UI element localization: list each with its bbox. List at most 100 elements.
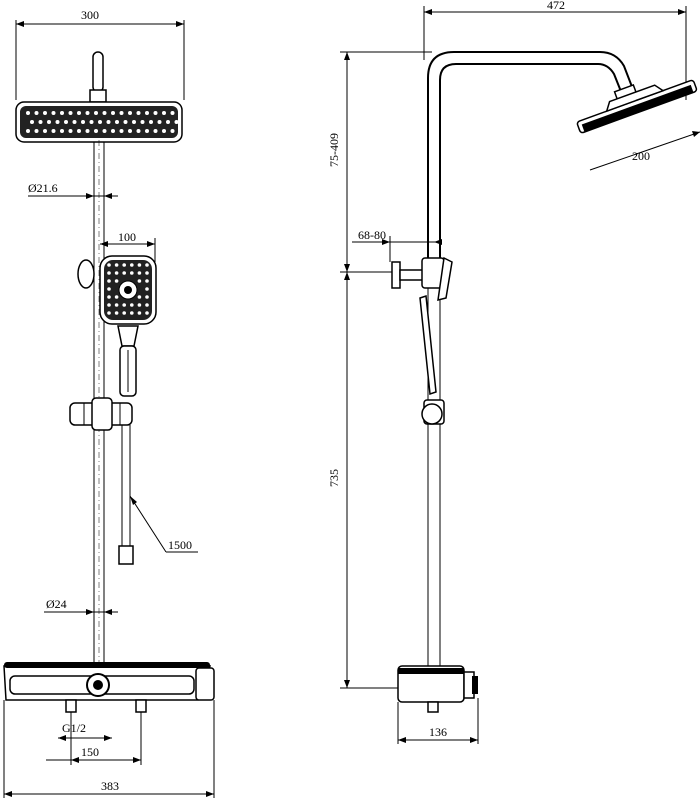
hand-nozzle-dot [107,279,111,283]
hand-nozzle-dot [130,263,134,267]
nozzle-dot [106,120,111,124]
head-nozzles [26,111,179,133]
nozzle-dot [77,111,81,115]
inlet-left [65,699,77,713]
hand-nozzle-dot [137,263,142,267]
hand-nozzle-dot [107,303,111,307]
hand-nozzle-dot [114,303,119,307]
nozzle-dot [162,129,166,133]
nozzle-dot [26,111,30,115]
nozzle-dot [98,120,102,124]
nozzle-dot [153,111,158,115]
nozzle-dot [60,111,64,115]
shower-arm [427,51,639,262]
hand-nozzle-dot [145,295,149,299]
nozzle-dot [77,129,81,133]
hand-nozzle-dot [145,279,149,283]
nozzle-dot [47,120,51,124]
nozzle-dot [89,120,94,124]
nozzle-dot [68,129,73,133]
hand-nozzle-dot [137,303,142,307]
hand-nozzle-dot [122,263,126,267]
dim-head-width: 300 [15,8,185,100]
thermostatic-shelf [3,662,215,713]
nozzle-dot [145,129,149,133]
hand-nozzle-dot [145,271,149,275]
hand-nozzle-dot [114,279,119,283]
nozzle-dot [30,120,34,124]
nozzle-dot [132,120,136,124]
nozzle-dot [94,129,98,133]
hand-nozzle-dot [145,263,149,267]
height-adjust-label: 75-409 [327,133,341,167]
nozzle-dot [136,111,141,115]
nozzle-dot [136,129,141,133]
nozzle-dot [26,129,30,133]
hand-nozzle-dot [122,303,126,307]
nozzle-dot [43,129,47,133]
nozzle-dot [43,111,47,115]
hand-nozzle-dot [107,271,111,275]
nozzle-dot [81,120,85,124]
dim-shelf-depth: 136 [397,698,479,744]
dim-pipe-diameter: Ø21.6 [28,181,118,199]
dim-inlet-spacing: 150 [46,745,141,763]
nozzle-dot [140,120,145,124]
hand-nozzle-dot [114,311,119,315]
side-handle [195,667,215,701]
hand-nozzle-dot [114,263,119,267]
hand-nozzle-dot [114,295,119,299]
hand-nozzle-dot [107,263,111,267]
wall-offset-label: 68-80 [358,228,386,242]
slider-bracket [69,397,133,431]
arm-reach-label: 472 [547,0,565,12]
inlet-spacing-label: 150 [81,745,99,759]
hand-shower-width-label: 100 [118,230,136,244]
nozzle-dot [149,120,153,124]
nozzle-dot [157,120,162,124]
head-size-label: 200 [632,149,650,163]
hand-nozzle-dot [145,287,149,291]
nozzle-dot [51,111,56,115]
hand-nozzle-dot [130,271,134,275]
lower-pipe-diameter-label: Ø24 [46,597,67,611]
hand-nozzle-dot [137,279,142,283]
hand-shower-side [419,256,453,396]
hand-shower [99,255,157,397]
hand-nozzle-dot [145,303,149,307]
nozzle-dot [111,111,115,115]
dim-arm-reach: 472 [423,0,687,100]
nozzle-dot [166,120,170,124]
nozzle-dot [119,129,124,133]
hose-length-label: 1500 [168,538,192,552]
hand-nozzle-dot [145,311,149,315]
hand-nozzle-dot [107,311,111,315]
hand-nozzles [107,263,149,315]
nozzle-dot [170,129,175,133]
nozzle-dot [72,120,77,124]
hand-nozzle-dot [107,295,111,299]
dim-lower-height: 735 [327,271,400,689]
top-pipe-stub [92,51,104,93]
dim-hose-length: 1500 [129,495,198,553]
dim-shelf-width: 383 [3,700,215,798]
hand-nozzle-dot [122,271,126,275]
hand-nozzle-dot [137,311,142,315]
shelf-side [397,665,478,713]
nozzle-dot [60,129,64,133]
hand-nozzle-dot [122,311,126,315]
nozzle-dot [162,111,166,115]
side-view: 472 200 75-409 [327,0,700,744]
nozzle-dot [64,120,68,124]
head-width-label: 300 [81,8,99,22]
dim-lower-pipe-diameter: Ø24 [44,597,118,615]
hand-nozzle-dot [130,303,134,307]
pipe-diameter-label: Ø21.6 [28,181,58,195]
nozzle-dot [38,120,43,124]
dim-hand-shower-width: 100 [100,230,156,262]
nozzle-dot [111,129,115,133]
nozzle-dot [68,111,73,115]
nozzle-dot [170,111,175,115]
head-connector [89,89,107,103]
